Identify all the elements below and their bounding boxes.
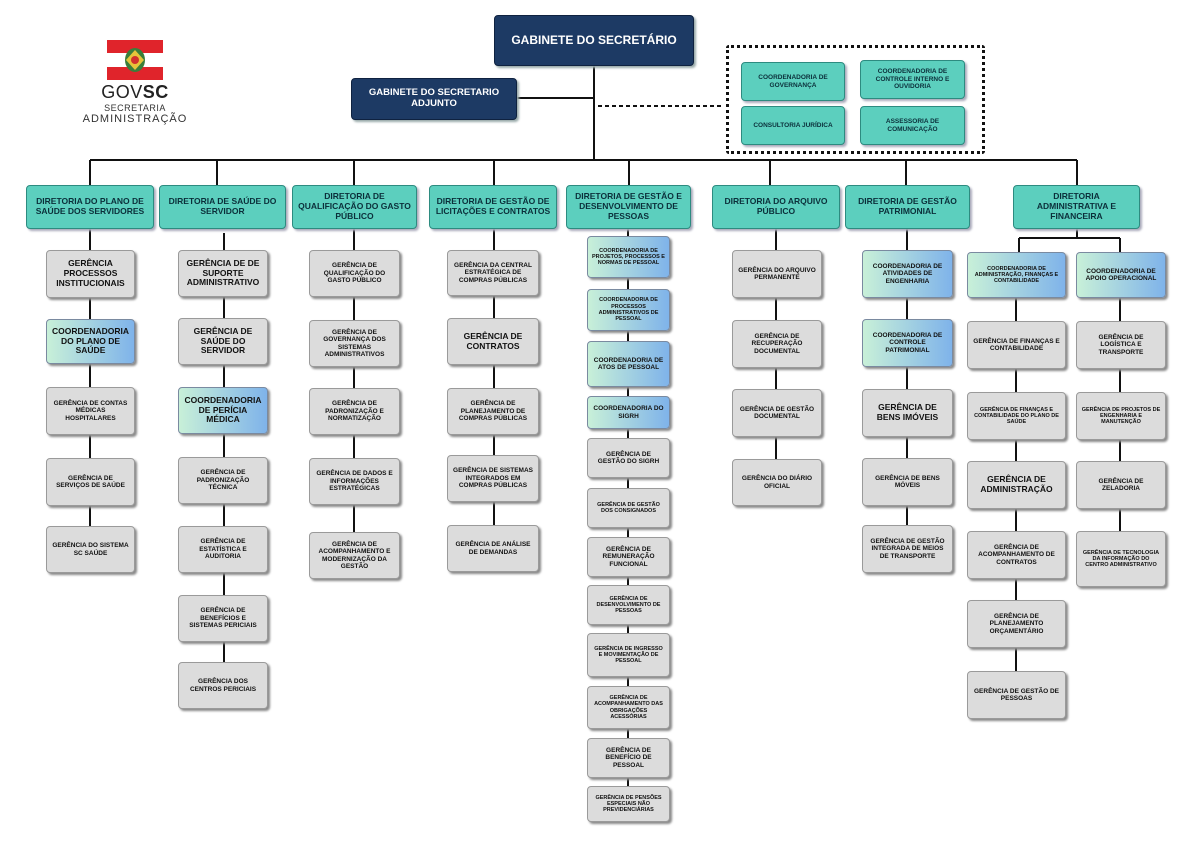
- unit-obrigacoes-acessorias: GERÊNCIA DE ACOMPANHAMENTO DAS OBRIGAÇÕE…: [587, 686, 670, 729]
- unit-sistema-sc-saude: GERÊNCIA DO SISTEMA SC SAÚDE: [46, 526, 135, 573]
- assessorias-group: [726, 45, 985, 154]
- unit-financas-contabilidade: GERÊNCIA DE FINANÇAS E CONTABILIDADE: [967, 321, 1066, 369]
- unit-coord-sigrh: COORDENADORIA DO SIGRH: [587, 396, 670, 429]
- logo-secretaria: SECRETARIA: [104, 103, 166, 113]
- unit-bens-imoveis: GERÊNCIA DE BENS IMÓVEIS: [862, 389, 953, 437]
- unit-coord-plano-saude: COORDENADORIA DO PLANO DE SAÚDE: [46, 319, 135, 364]
- unit-arquivo-permanente: GERÊNCIA DO ARQUIVO PERMANENTE: [732, 250, 822, 298]
- logo-administracao: ADMINISTRAÇÃO: [82, 113, 188, 125]
- unit-beneficio-pessoal: GERÊNCIA DE BENEFÍCIO DE PESSOAL: [587, 738, 670, 778]
- unit-consignados: GERÊNCIA DE GESTÃO DOS CONSIGNADOS: [587, 488, 670, 528]
- gabinete-secretario: GABINETE DO SECRETÁRIO: [494, 15, 694, 66]
- assessoria-consultoria-juridica: CONSULTORIA JURÍDICA: [741, 106, 845, 145]
- unit-zeladoria: GERÊNCIA DE ZELADORIA: [1076, 461, 1166, 509]
- diretoria-plano-saude: DIRETORIA DO PLANO DE SAÚDE DOS SERVIDOR…: [26, 185, 154, 229]
- unit-estatistica-auditoria: GERÊNCIA DE ESTATÍSTICA E AUDITORIA: [178, 526, 268, 573]
- unit-recuperacao-documental: GERÊNCIA DE RECUPERAÇÃO DOCUMENTAL: [732, 320, 822, 368]
- unit-padronizacao-tecnica: GERÊNCIA DE PADRONIZAÇÃO TÉCNICA: [178, 457, 268, 504]
- unit-coord-controle-patrimonial: COORDENADORIA DE CONTROLE PATRIMONIAL: [862, 319, 953, 367]
- unit-bens-moveis: GERÊNCIA DE BENS MÓVEIS: [862, 458, 953, 506]
- unit-contratos: GERÊNCIA DE CONTRATOS: [447, 318, 539, 365]
- coord-administracao-financas: COORDENADORIA DE ADMINISTRAÇÃO, FINANÇAS…: [967, 252, 1066, 298]
- assessoria-comunicacao: ASSESSORIA DE COMUNICAÇÃO: [860, 106, 965, 145]
- unit-saude-servidor: GERÊNCIA DE SAÚDE DO SERVIDOR: [178, 318, 268, 365]
- diretoria-administrativa-financeira: DIRETORIA ADMINISTRATIVA E FINANCEIRA: [1013, 185, 1140, 229]
- unit-sistemas-compras: GERÊNCIA DE SISTEMAS INTEGRADOS EM COMPR…: [447, 455, 539, 502]
- unit-ingresso-movimentacao: GERÊNCIA DE INGRESSO E MOVIMENTAÇÃO DE P…: [587, 633, 670, 677]
- govsc-logo: GOVSC SECRETARIA ADMINISTRAÇÃO: [80, 40, 190, 135]
- unit-padronizacao-normatizacao: GERÊNCIA DE PADRONIZAÇÃO E NORMATIZAÇÃO: [309, 388, 400, 435]
- unit-logistica-transporte: GERÊNCIA DE LOGÍSTICA E TRANSPORTE: [1076, 321, 1166, 369]
- diretoria-licitacoes-contratos: DIRETORIA DE GESTÃO DE LICITAÇÕES E CONT…: [429, 185, 557, 229]
- unit-central-compras: GERÊNCIA DA CENTRAL ESTRATÉGICA DE COMPR…: [447, 250, 539, 296]
- diretoria-gestao-patrimonial: DIRETORIA DE GESTÃO PATRIMONIAL: [845, 185, 970, 229]
- unit-coord-projetos-pessoal: COORDENADORIA DE PROJETOS, PROCESSOS E N…: [587, 236, 670, 278]
- unit-governanca-sistemas: GERÊNCIA DE GOVERNANÇA DOS SISTEMAS ADMI…: [309, 320, 400, 367]
- unit-diario-oficial: GERÊNCIA DO DIÁRIO OFICIAL: [732, 459, 822, 506]
- unit-desenvolvimento-pessoas: GERÊNCIA DE DESENVOLVIMENTO DE PESSOAS: [587, 585, 670, 625]
- unit-planejamento-compras: GERÊNCIA DE PLANEJAMENTO DE COMPRAS PÚBL…: [447, 388, 539, 435]
- gabinete-adjunto: GABINETE DO SECRETARIO ADJUNTO: [351, 78, 517, 120]
- unit-gestao-documental: GERÊNCIA DE GESTÃO DOCUMENTAL: [732, 389, 822, 437]
- unit-qualificacao-gasto: GERÊNCIA DE QUALIFICAÇÃO DO GASTO PÚBLIC…: [309, 250, 400, 297]
- unit-coord-processos-pessoal: COORDENADORIA DE PROCESSOS ADMINISTRATIV…: [587, 289, 670, 331]
- diretoria-saude-servidor: DIRETORIA DE SAÚDE DO SERVIDOR: [159, 185, 286, 229]
- coord-apoio-operacional: COORDENADORIA DE APOIO OPERACIONAL: [1076, 252, 1166, 298]
- unit-beneficios-periciais: GERÊNCIA DE BENEFÍCIOS E SISTEMAS PERICI…: [178, 595, 268, 642]
- unit-coord-engenharia: COORDENADORIA DE ATIVIDADES DE ENGENHARI…: [862, 250, 953, 298]
- unit-meios-transporte: GERÊNCIA DE GESTÃO INTEGRADA DE MEIOS DE…: [862, 525, 953, 573]
- unit-dados-informacoes: GERÊNCIA DE DADOS E INFORMAÇÕES ESTRATÉG…: [309, 458, 400, 505]
- unit-analise-demandas: GERÊNCIA DE ANÁLISE DE DEMANDAS: [447, 525, 539, 572]
- unit-gestao-sigrh: GERÊNCIA DE GESTÃO DO SIGRH: [587, 438, 670, 478]
- diretoria-gestao-pessoas: DIRETORIA DE GESTÃO E DESENVOLVIMENTO DE…: [566, 185, 691, 229]
- unit-suporte-administrativo: GERÊNCIA DE DE SUPORTE ADMINISTRATIVO: [178, 250, 268, 297]
- assessoria-controle-interno: COORDENADORIA DE CONTROLE INTERNO E OUVI…: [860, 60, 965, 99]
- unit-processos-institucionais: GERÊNCIA PROCESSOS INSTITUCIONAIS: [46, 250, 135, 298]
- unit-pensoes-especiais: GERÊNCIA DE PENSÕES ESPECIAIS NÃO PREVID…: [587, 786, 670, 822]
- unit-tecnologia-informacao: GERÊNCIA DE TECNOLOGIA DA INFORMAÇÃO DO …: [1076, 531, 1166, 587]
- unit-administracao: GERÊNCIA DE ADMINISTRAÇÃO: [967, 461, 1066, 509]
- assessoria-governanca: COORDENADORIA DE GOVERNANÇA: [741, 62, 845, 101]
- unit-remuneracao: GERÊNCIA DE REMUNERAÇÃO FUNCIONAL: [587, 537, 670, 577]
- govsc-brand: GOVSC: [101, 82, 169, 102]
- sc-flag-icon: [107, 40, 163, 80]
- unit-centros-periciais: GERÊNCIA DOS CENTROS PERICIAIS: [178, 662, 268, 709]
- unit-planejamento-orcamentario: GERÊNCIA DE PLANEJAMENTO ORÇAMENTÁRIO: [967, 600, 1066, 648]
- unit-gestao-pessoas: GERÊNCIA DE GESTÃO DE PESSOAS: [967, 671, 1066, 719]
- unit-coord-pericia-medica: COORDENADORIA DE PERÍCIA MÉDICA: [178, 387, 268, 434]
- diretoria-qualificacao-gasto: DIRETORIA DE QUALIFICAÇÃO DO GASTO PÚBLI…: [292, 185, 417, 229]
- unit-financas-plano-saude: GERÊNCIA DE FINANÇAS E CONTABILIDADE DO …: [967, 392, 1066, 440]
- unit-coord-atos-pessoal: COORDENADORIA DE ATOS DE PESSOAL: [587, 341, 670, 387]
- unit-modernizacao-gestao: GERÊNCIA DE ACOMPANHAMENTO E MODERNIZAÇÃ…: [309, 532, 400, 579]
- unit-acompanhamento-contratos: GERÊNCIA DE ACOMPANHAMENTO DE CONTRATOS: [967, 531, 1066, 579]
- diretoria-arquivo-publico: DIRETORIA DO ARQUIVO PÚBLICO: [712, 185, 840, 229]
- unit-servicos-saude: GERÊNCIA DE SERVIÇOS DE SAÚDE: [46, 458, 135, 506]
- unit-contas-medicas: GERÊNCIA DE CONTAS MÉDICAS HOSPITALARES: [46, 387, 135, 435]
- unit-projetos-engenharia: GERÊNCIA DE PROJETOS DE ENGENHARIA E MAN…: [1076, 392, 1166, 440]
